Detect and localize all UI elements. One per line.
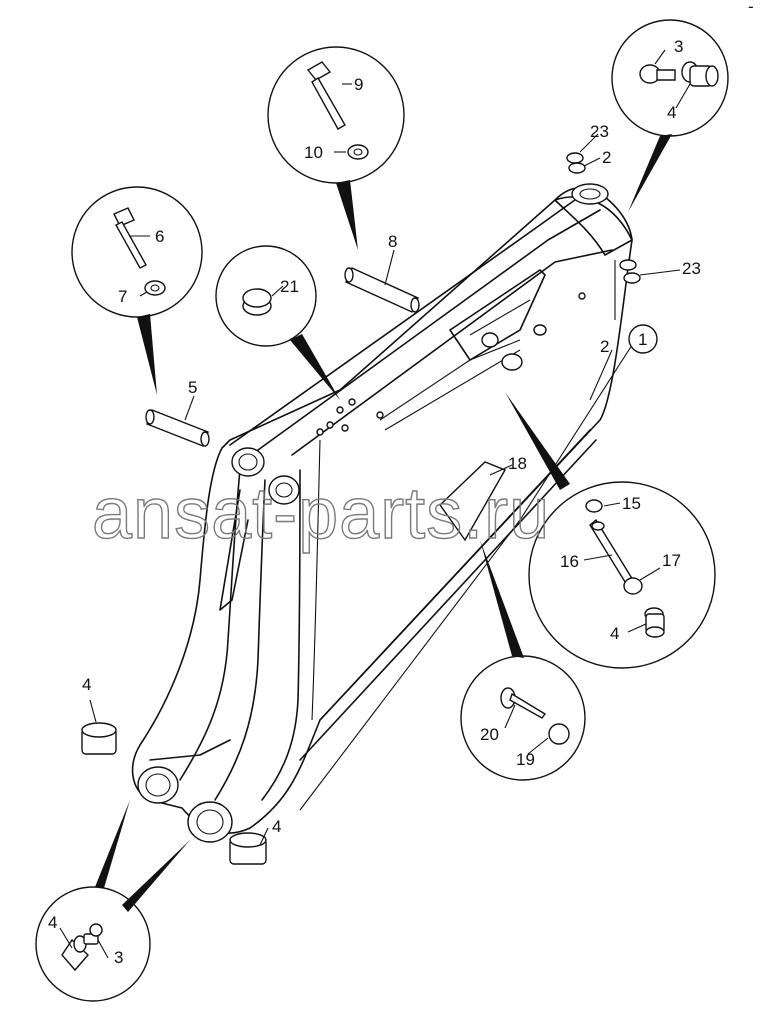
callout-4-left: 4 bbox=[82, 675, 91, 694]
bush-4-bottom bbox=[229, 832, 267, 865]
callout-7: 7 bbox=[118, 287, 127, 306]
callout-5: 5 bbox=[188, 378, 197, 397]
pin-8 bbox=[344, 267, 420, 313]
bush-4-left bbox=[81, 722, 117, 755]
callout-23-top: 23 bbox=[590, 122, 609, 141]
callout-labels: 1 2 2 3 3 4 4 4 4 4 5 6 7 8 9 10 15 16 1… bbox=[48, 37, 701, 967]
callout-15: 15 bbox=[622, 494, 641, 513]
detail-bolt-9-nut-10 bbox=[267, 46, 405, 250]
callout-20: 20 bbox=[480, 725, 499, 744]
pin-5 bbox=[145, 409, 210, 447]
callout-4-bottom-detail: 4 bbox=[48, 913, 57, 932]
callout-2-top: 2 bbox=[602, 148, 611, 167]
callout-8: 8 bbox=[388, 232, 397, 251]
callout-23-right: 23 bbox=[682, 259, 701, 278]
callout-4-top: 4 bbox=[667, 103, 676, 122]
callout-1: 1 bbox=[638, 330, 647, 349]
detail-pin-assembly-15-16-17-4 bbox=[505, 392, 716, 669]
callout-3-bottom: 3 bbox=[114, 948, 123, 967]
callout-1-ring bbox=[628, 324, 658, 354]
callout-21: 21 bbox=[280, 277, 299, 296]
detail-grease-nipple-3-bush-4-top bbox=[611, 19, 729, 212]
detail-rivet-20-pad-19 bbox=[460, 540, 586, 781]
leader-lines bbox=[59, 49, 691, 959]
detail-bolt-6-nut-7 bbox=[71, 186, 203, 395]
corner-mark: - bbox=[748, 0, 754, 16]
detail-plug-21 bbox=[215, 245, 340, 400]
spacer-23-top bbox=[566, 152, 586, 174]
detail-grease-nipple-3-bush-4-bottom bbox=[35, 800, 190, 1002]
callout-10: 10 bbox=[304, 143, 323, 162]
callout-3-top: 3 bbox=[674, 37, 683, 56]
callout-19: 19 bbox=[516, 750, 535, 769]
callout-4-bottom: 4 bbox=[272, 817, 281, 836]
watermark: ansat-parts.ru bbox=[92, 474, 550, 554]
callout-2-mid: 2 bbox=[600, 337, 609, 356]
callout-9: 9 bbox=[354, 75, 363, 94]
callout-16: 16 bbox=[560, 552, 579, 571]
callout-4-detail: 4 bbox=[610, 624, 619, 643]
boom-arm bbox=[131, 183, 633, 843]
callout-6: 6 bbox=[155, 227, 164, 246]
spacer-23-right bbox=[619, 259, 641, 284]
callout-18: 18 bbox=[508, 454, 527, 473]
callout-17: 17 bbox=[662, 551, 681, 570]
